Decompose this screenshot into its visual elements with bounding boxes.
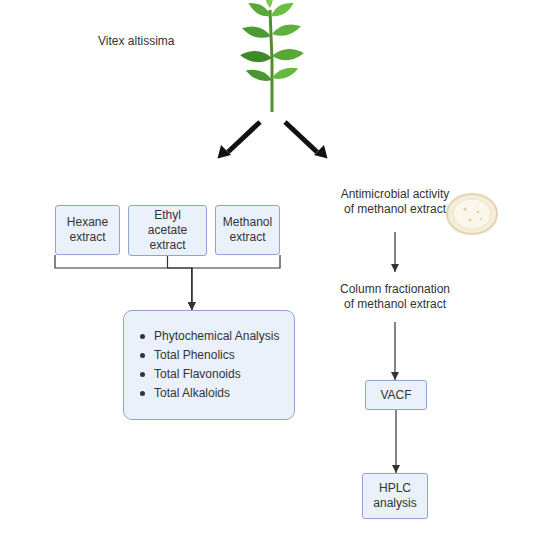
bullet-item: Total Phenolics	[140, 348, 235, 363]
bullet-text: Total Phenolics	[154, 348, 235, 363]
bullet-dot	[140, 372, 145, 377]
node-text: Ethyl acetate extract	[133, 208, 202, 253]
split-arrow-head	[314, 145, 328, 159]
process-step: Antimicrobial activity of methanol extra…	[335, 172, 455, 232]
bullet-item: Total Flavonoids	[140, 367, 241, 382]
plant-leaf	[244, 66, 273, 84]
colony-dot	[469, 219, 472, 222]
plant-leaf	[272, 48, 305, 62]
plant-leaf	[241, 23, 273, 40]
bullet-item: Phytochemical Analysis	[140, 329, 279, 344]
petri-dish-base	[453, 199, 491, 229]
plant-leaf	[240, 50, 273, 64]
analysis-list-box: Phytochemical AnalysisTotal PhenolicsTot…	[123, 310, 295, 420]
petri-dish-rim	[447, 194, 497, 234]
colony-dot	[477, 211, 480, 214]
process-box: VACF	[365, 380, 427, 410]
plant-stem	[270, 10, 272, 112]
flow-connector	[168, 256, 192, 310]
flow-connector	[394, 322, 395, 380]
split-arrow-shaft	[228, 122, 260, 152]
plant-leaf	[270, 64, 299, 82]
colony-dot	[463, 207, 466, 210]
plant-leaf	[271, 21, 303, 38]
bullet-text: Total Alkaloids	[154, 386, 230, 401]
colony-dot	[480, 218, 482, 220]
process-step: Column fractionation of methanol extract	[335, 272, 455, 322]
split-arrow-shaft	[285, 122, 317, 152]
plant-leaf	[265, 0, 274, 8]
bullet-dot	[140, 353, 145, 358]
plant-leaf	[269, 0, 296, 20]
species-label: Vitex altissima	[98, 34, 174, 48]
flow-connector	[395, 410, 396, 473]
bullet-text: Phytochemical Analysis	[154, 329, 279, 344]
bullet-dot	[140, 391, 145, 396]
node-text: Antimicrobial activity of methanol extra…	[335, 187, 455, 217]
flow-connector	[192, 255, 280, 310]
node-text: VACF	[380, 388, 411, 403]
node-text: Column fractionation of methanol extract	[335, 282, 455, 312]
process-box: HPLC analysis	[362, 473, 428, 519]
flow-connector	[55, 255, 192, 310]
plant-illustration	[240, 0, 305, 112]
extract-box: Hexane extract	[55, 205, 120, 255]
node-text: HPLC analysis	[367, 481, 423, 511]
extract-box: Methanol extract	[215, 205, 280, 255]
flow-connector	[394, 232, 395, 272]
node-text: Hexane extract	[60, 215, 115, 245]
bullet-text: Total Flavonoids	[154, 367, 241, 382]
petri-dish-illustration	[447, 194, 497, 234]
split-arrow-head	[218, 145, 232, 159]
bullet-item: Total Alkaloids	[140, 386, 230, 401]
node-text: Methanol extract	[220, 215, 275, 245]
split-arrows	[218, 122, 328, 159]
extract-box: Ethyl acetate extract	[128, 205, 207, 256]
bullet-dot	[140, 334, 145, 339]
